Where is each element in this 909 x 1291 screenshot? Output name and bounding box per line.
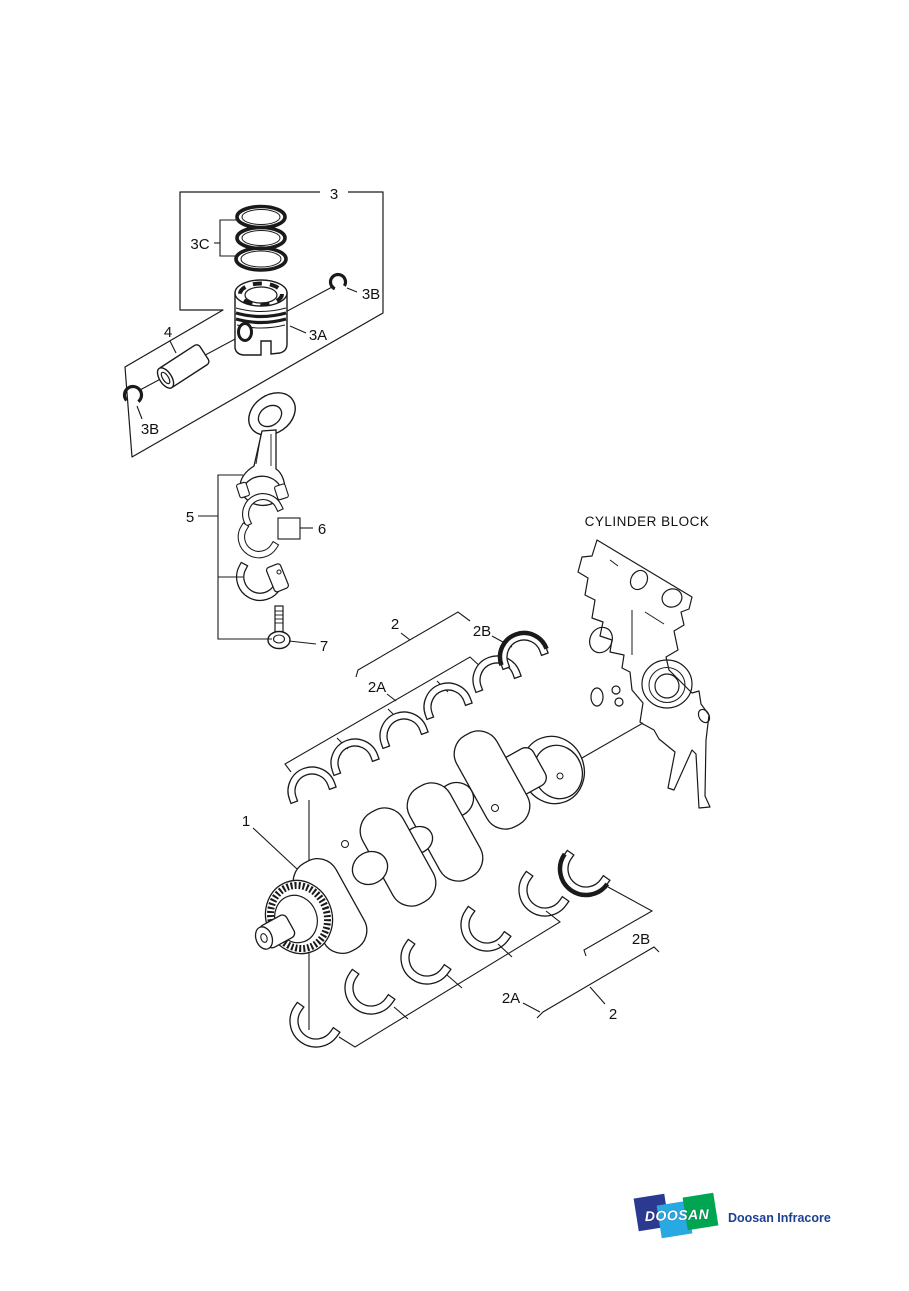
callout-snap-ring-right: 3B xyxy=(362,286,380,303)
snap-ring-right xyxy=(328,272,348,292)
upper-bearing-shells xyxy=(280,625,549,805)
piston-ring-set xyxy=(234,204,288,272)
callout-thrust-lower: 2B xyxy=(632,931,650,948)
callout-crankshaft: 1 xyxy=(242,813,250,830)
conrod-cap xyxy=(227,561,289,610)
bearing-shell-upper xyxy=(323,731,380,777)
conrod-bearing-callout-box xyxy=(277,517,313,540)
label-3-backing xyxy=(320,185,348,201)
callout-conrod-bolt: 7 xyxy=(320,638,328,655)
bearing-shell-lower xyxy=(390,938,452,995)
upper-bearing-brackets xyxy=(284,611,513,773)
bearing-shell-upper xyxy=(372,704,429,750)
piston-leaders xyxy=(136,287,358,420)
ring-set-bracket xyxy=(214,219,237,257)
logo-wordmark: DOOSAN xyxy=(644,1205,710,1225)
callout-piston-pin: 4 xyxy=(164,324,172,341)
callout-ring-set: 3C xyxy=(190,236,209,253)
callout-bearing-set-upper: 2 xyxy=(391,616,399,633)
piston-pin-bore xyxy=(237,322,253,342)
callout-bearing-upper: 2A xyxy=(368,679,386,696)
callout-bearing-lower: 2A xyxy=(502,990,520,1007)
cylinder-block-title: CYLINDER BLOCK xyxy=(585,514,710,529)
conrod-group-bracket xyxy=(198,474,317,645)
cylinder-block xyxy=(577,539,711,809)
callout-piston: 3A xyxy=(309,327,327,344)
bearing-shell-upper xyxy=(280,759,337,805)
bearing-shell-lower xyxy=(450,905,512,962)
crankshaft xyxy=(254,730,586,955)
crankshaft-leader xyxy=(252,827,298,870)
crank-to-block-leader xyxy=(574,722,644,763)
lower-bearing-brackets xyxy=(338,886,660,1048)
callout-conrod-group: 5 xyxy=(186,509,194,526)
callout-piston-kit: 3 xyxy=(330,186,338,203)
bearing-shell-lower xyxy=(334,968,396,1025)
bearing-shell-lower xyxy=(279,1001,341,1058)
connecting-rod xyxy=(236,392,296,507)
main-bore xyxy=(641,659,693,709)
callout-snap-ring-left: 3B xyxy=(141,421,159,438)
thrust-bearing-lower xyxy=(549,849,611,906)
doosan-logo-mark: DOOSAN xyxy=(633,1190,725,1242)
callout-conrod-bearing: 6 xyxy=(318,521,326,538)
conrod-bearing-shells xyxy=(229,486,284,567)
piston xyxy=(234,279,288,356)
bearing-shell-upper xyxy=(465,648,522,694)
lower-bearing-shells xyxy=(279,849,611,1058)
conrod-bolt xyxy=(267,605,291,650)
callout-thrust-upper: 2B xyxy=(473,623,491,640)
thrust-bearing-upper xyxy=(492,625,549,671)
doosan-logo: DOOSAN Doosan Infracore xyxy=(633,1190,873,1246)
piston-kit-outline xyxy=(124,191,384,458)
callout-bearing-set-lower: 2 xyxy=(609,1006,617,1023)
company-name: Doosan Infracore xyxy=(728,1211,831,1225)
piston-pin xyxy=(156,344,210,389)
snap-ring-left xyxy=(122,384,144,406)
